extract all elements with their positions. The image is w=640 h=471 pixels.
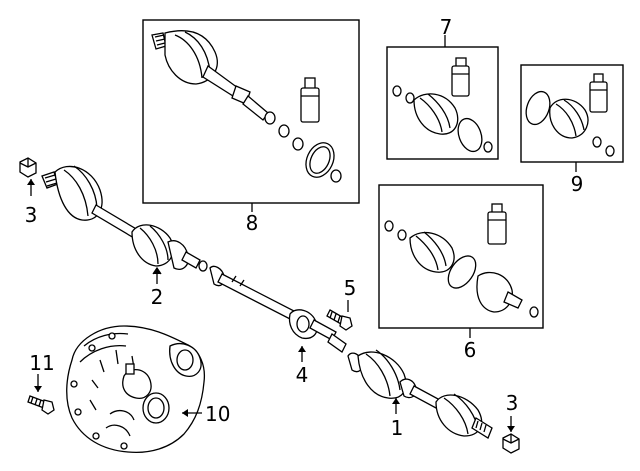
- boot-clamp-8: [305, 142, 335, 178]
- inset-box-8: [142, 19, 360, 204]
- bolt-5: [326, 309, 353, 331]
- callout-1: 1: [391, 416, 404, 440]
- output-flange: [142, 392, 170, 424]
- callout-8: 8: [246, 211, 259, 235]
- snap-ring-8a: [278, 124, 290, 138]
- cv-boot-7: [413, 93, 459, 135]
- cv-boot-9: [549, 98, 589, 139]
- inner-cv-joint-6: [476, 271, 523, 313]
- transfer-case: [66, 325, 206, 454]
- inset-box-7: [386, 46, 499, 160]
- grease-tube-7: [451, 57, 470, 97]
- callout-5: 5: [344, 276, 357, 300]
- callout-2: 2: [151, 285, 164, 309]
- axle-nut-left: [19, 157, 37, 178]
- grease-tube-6: [487, 203, 507, 245]
- outer-cv-joint-shaft: [151, 30, 276, 125]
- boot-clamp-6: [447, 255, 477, 289]
- cv-boot-6: [409, 231, 455, 273]
- left-axle-shaft: [41, 165, 208, 272]
- boot-clamp-7: [457, 117, 483, 153]
- inset-box-6: [378, 184, 544, 329]
- callout-3-left: 3: [25, 203, 38, 227]
- callout-10: 10: [205, 402, 230, 426]
- callout-11: 11: [29, 351, 54, 375]
- grease-tube-8: [300, 77, 320, 123]
- callout-7: 7: [440, 15, 453, 39]
- small-ring-8: [330, 169, 342, 183]
- boot-clamp-9: [525, 90, 551, 126]
- bolt-11: [27, 395, 55, 415]
- intermediate-shaft: [209, 265, 347, 353]
- axle-nut-right: [502, 433, 520, 454]
- right-axle-shaft: [347, 349, 493, 439]
- callout-9: 9: [571, 172, 584, 196]
- callout-4: 4: [296, 363, 309, 387]
- callout-3-right: 3: [506, 391, 519, 415]
- grease-tube-9: [589, 73, 608, 113]
- callout-6: 6: [464, 338, 477, 362]
- snap-ring-8b: [292, 137, 304, 151]
- inset-box-9: [520, 64, 624, 163]
